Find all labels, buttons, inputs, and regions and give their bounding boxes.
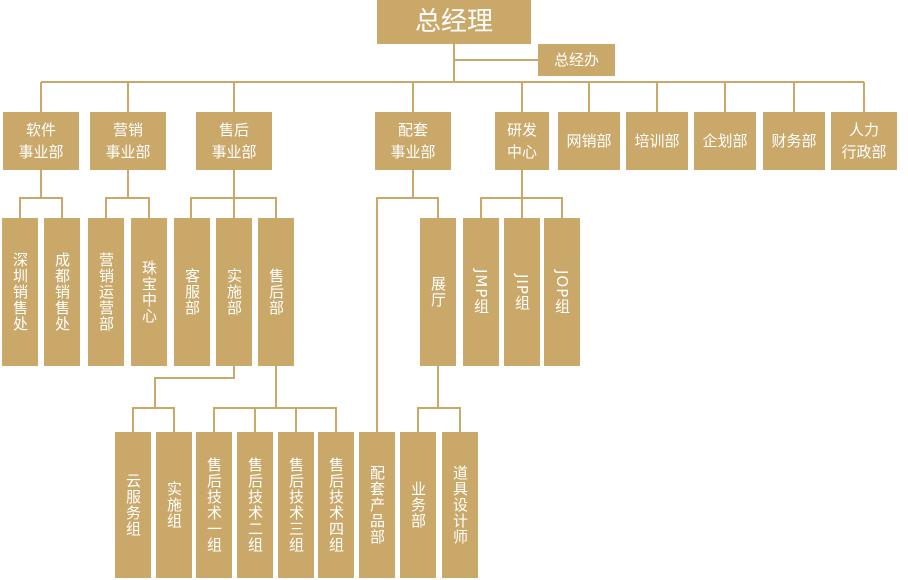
aftersales-dept-label: 售后部: [267, 268, 285, 316]
aftersales-dept-box: 售后部: [258, 218, 294, 366]
chengdu-sales-box: 成都销售处: [44, 218, 80, 366]
tech-group-4-label: 售后技术四组: [327, 457, 345, 553]
accessory-products-label: 配套产品部: [368, 465, 386, 545]
tech-group-1-label: 售后技术一组: [205, 457, 223, 553]
implementation-group-box: 实施组: [156, 432, 192, 578]
finance-box: 财务部: [763, 112, 825, 170]
office-box: 总经办: [538, 44, 615, 76]
business-dept-label: 业务部: [409, 481, 427, 529]
ceo-label: 总经理: [414, 7, 493, 37]
implementation-dept-label: 实施部: [225, 268, 243, 316]
tech-group-4-box: 售后技术四组: [318, 432, 354, 578]
tech-group-3-box: 售后技术三组: [278, 432, 314, 578]
tech-group-2-label: 售后技术二组: [246, 457, 264, 553]
jewelry-center-box: 珠宝中心: [131, 218, 167, 366]
prop-designer-box: 道具设计师: [442, 432, 478, 578]
business-dept-box: 业务部: [400, 432, 436, 578]
ceo-box: 总经理: [377, 0, 531, 44]
marketing-ops-box: 营销运营部: [88, 218, 124, 366]
finance-label: 财务部: [771, 132, 817, 150]
jmp-group-box: JMP组: [463, 218, 499, 366]
chengdu-sales-label: 成都销售处: [53, 252, 71, 332]
accessory-products-box: 配套产品部: [359, 432, 395, 578]
rnd-center-label: 研发 中心: [506, 121, 537, 161]
planning-box: 企划部: [694, 112, 756, 170]
training-label: 培训部: [634, 132, 680, 150]
aftersales-division-box: 售后 事业部: [196, 112, 272, 170]
jop-group-label: JOP组: [553, 269, 571, 315]
tech-group-3-label: 售后技术三组: [287, 457, 305, 553]
showroom-box: 展厅: [420, 218, 456, 366]
rnd-center-box: 研发 中心: [495, 112, 549, 170]
hr-label: 人力 行政部: [841, 121, 887, 161]
jop-group-box: JOP组: [544, 218, 580, 366]
cloud-service-group-box: 云服务组: [115, 432, 151, 578]
shenzhen-sales-label: 深圳销售处: [11, 252, 29, 332]
software-division-label: 软件 事业部: [18, 121, 64, 161]
tech-group-1-box: 售后技术一组: [196, 432, 232, 578]
prop-designer-label: 道具设计师: [451, 465, 469, 545]
cloud-service-group-label: 云服务组: [124, 473, 142, 537]
marketing-ops-label: 营销运营部: [97, 252, 115, 332]
implementation-dept-box: 实施部: [216, 218, 252, 366]
hr-box: 人力 行政部: [831, 112, 897, 170]
jewelry-center-label: 珠宝中心: [140, 260, 158, 324]
software-division-box: 软件 事业部: [3, 112, 79, 170]
marketing-division-label: 营销 事业部: [105, 121, 151, 161]
planning-label: 企划部: [702, 132, 748, 150]
implementation-group-label: 实施组: [165, 481, 183, 529]
customer-service-box: 客服部: [174, 218, 210, 366]
customer-service-label: 客服部: [183, 268, 201, 316]
accessories-division-label: 配套 事业部: [390, 121, 436, 161]
aftersales-division-label: 售后 事业部: [211, 121, 257, 161]
accessories-division-box: 配套 事业部: [375, 112, 451, 170]
jip-group-box: JIP组: [504, 218, 540, 366]
marketing-division-box: 营销 事业部: [90, 112, 166, 170]
jmp-group-label: JMP组: [472, 269, 490, 315]
showroom-label: 展厅: [429, 276, 447, 308]
tech-group-2-box: 售后技术二组: [237, 432, 273, 578]
jip-group-label: JIP组: [513, 273, 531, 311]
online-sales-box: 网销部: [558, 112, 620, 170]
office-label: 总经办: [553, 51, 599, 69]
online-sales-label: 网销部: [566, 132, 612, 150]
training-box: 培训部: [626, 112, 688, 170]
shenzhen-sales-box: 深圳销售处: [2, 218, 38, 366]
